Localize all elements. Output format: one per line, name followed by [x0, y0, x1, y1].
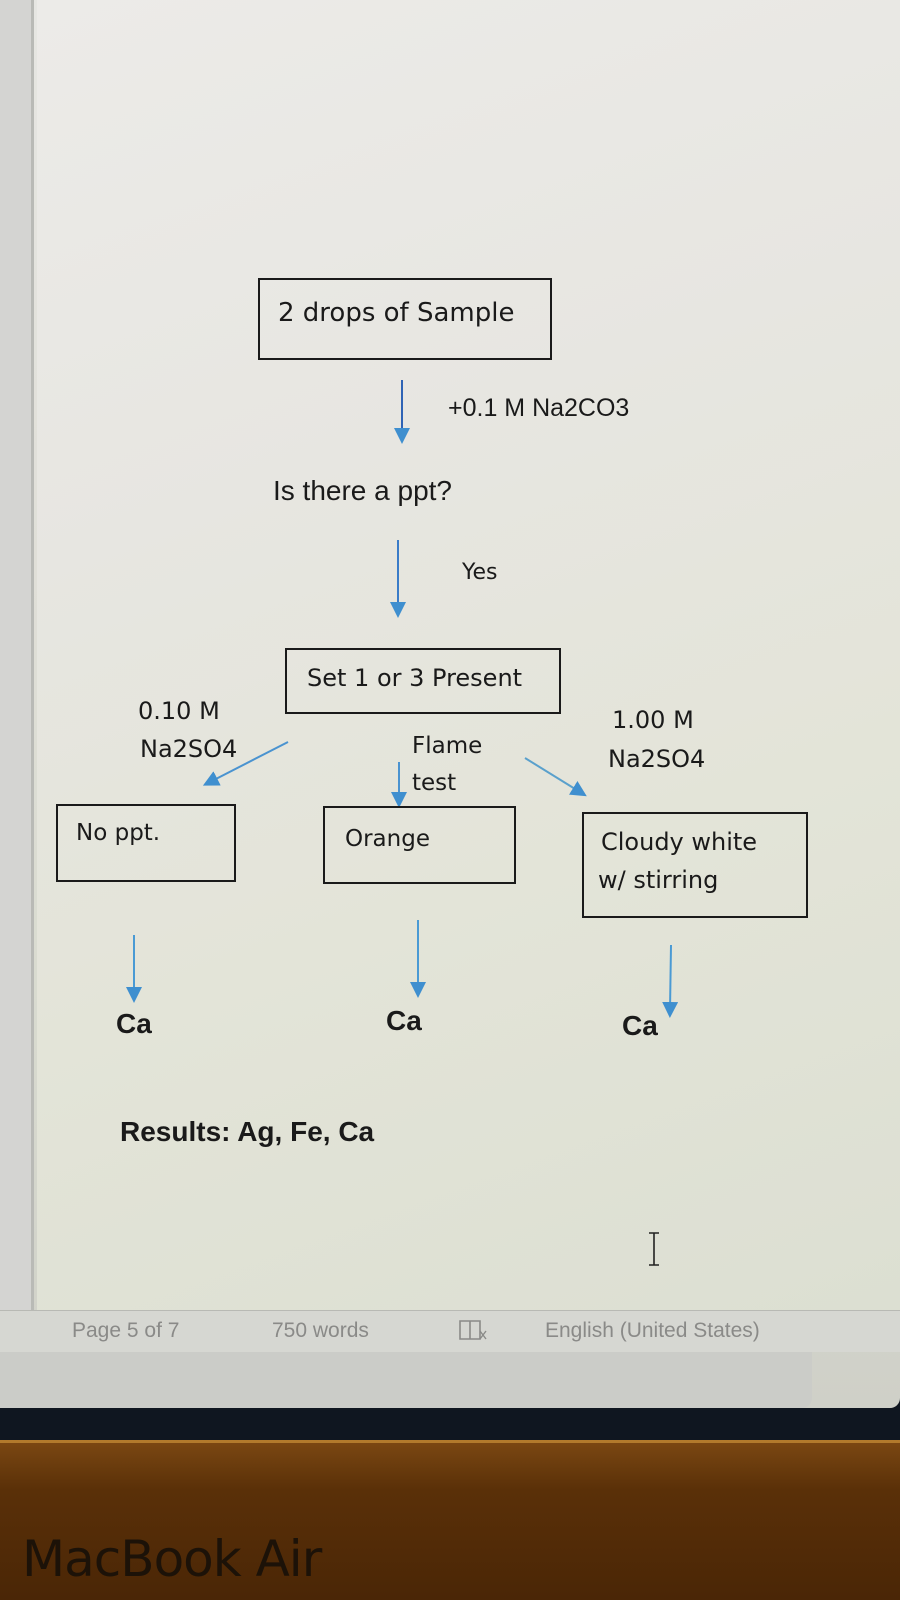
right-reagent-line1: 1.00 M	[612, 706, 694, 734]
document-page[interactable]	[37, 0, 900, 1310]
cloudy-white-line1: Cloudy white	[601, 828, 758, 856]
word-count[interactable]: 750 words	[272, 1319, 369, 1342]
right-reagent-line2: Na2SO4	[608, 745, 706, 773]
status-bar: Page 5 of 7 750 words English (United St…	[0, 1310, 900, 1352]
word-document-window: 2 drops of Sample +0.1 M Na2CO3 Is there…	[0, 0, 900, 1408]
no-ppt-box[interactable]: No ppt.	[56, 804, 236, 882]
page-count[interactable]: Page 5 of 7	[72, 1319, 180, 1342]
set-present-box[interactable]: Set 1 or 3 Present	[285, 648, 561, 714]
flame-test-line2: test	[412, 770, 457, 796]
cloudy-white-line2: w/ stirring	[598, 866, 719, 894]
question-text: Is there a ppt?	[273, 475, 453, 506]
device-brand-label: MacBook Air	[22, 1530, 322, 1588]
text-cursor-icon	[649, 1232, 659, 1266]
no-ppt-text: No ppt.	[76, 820, 161, 846]
right-conclusion: Ca	[622, 1010, 658, 1041]
answer-yes-label: Yes	[462, 560, 498, 585]
laptop-bezel	[0, 1440, 900, 1600]
language-indicator[interactable]: English (United States)	[545, 1319, 760, 1342]
cloudy-white-box[interactable]: Cloudy white w/ stirring	[582, 812, 808, 918]
left-reagent-line1: 0.10 M	[138, 697, 220, 725]
middle-conclusion: Ca	[386, 1005, 422, 1036]
set-present-text: Set 1 or 3 Present	[307, 664, 523, 692]
flame-test-line1: Flame	[412, 733, 483, 759]
reagent-na2co3-label: +0.1 M Na2CO3	[448, 394, 630, 422]
left-ruler-gutter	[0, 0, 34, 1310]
orange-box[interactable]: Orange	[323, 806, 516, 884]
window-bottom-edge	[0, 1352, 812, 1408]
orange-text: Orange	[345, 826, 430, 852]
proofing-book-icon[interactable]	[458, 1317, 488, 1349]
start-box-text: 2 drops of Sample	[278, 298, 515, 328]
left-conclusion: Ca	[116, 1008, 152, 1039]
results-text: Results: Ag, Fe, Ca	[120, 1116, 375, 1147]
start-box[interactable]: 2 drops of Sample	[258, 278, 552, 360]
laptop-screen: 2 drops of Sample +0.1 M Na2CO3 Is there…	[0, 0, 900, 1470]
left-reagent-line2: Na2SO4	[140, 735, 238, 763]
